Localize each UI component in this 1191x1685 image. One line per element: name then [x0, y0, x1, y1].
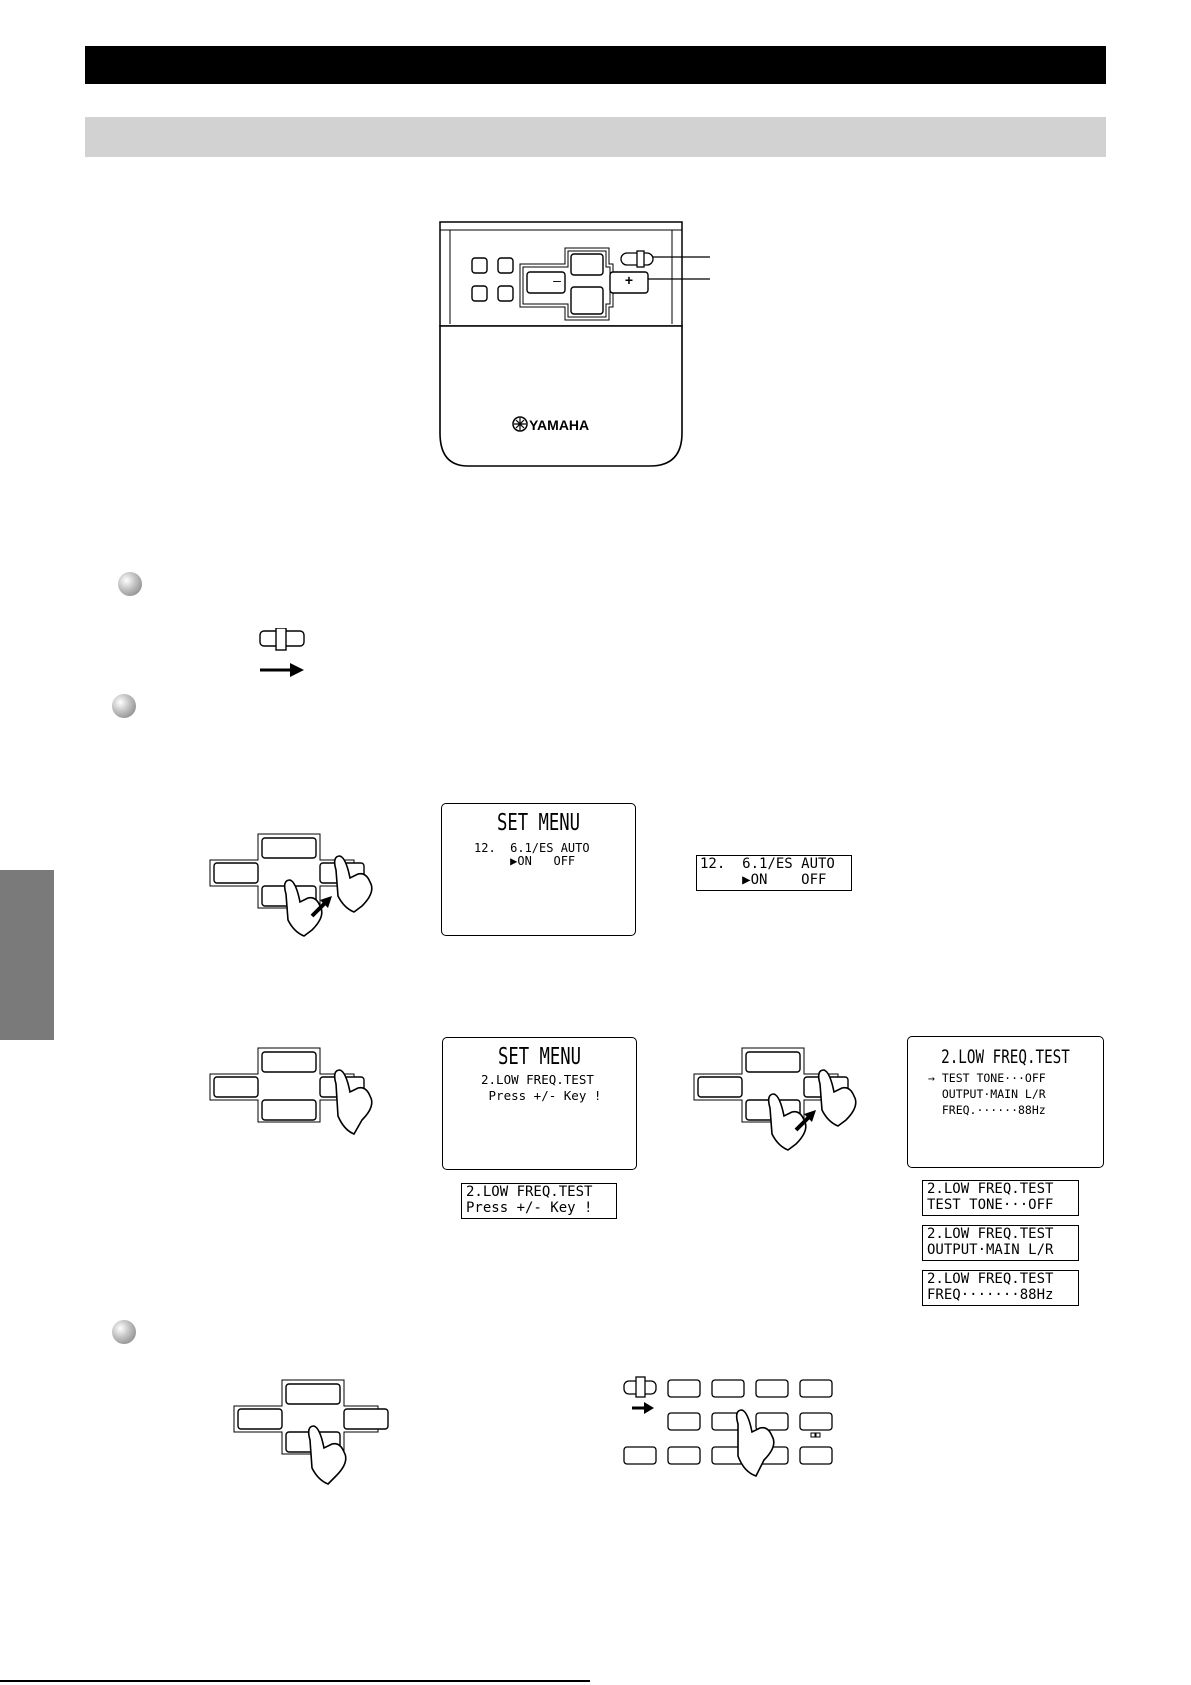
keypad-press-down — [233, 1379, 389, 1485]
front-display-line: 2.LOW FREQ.TEST — [466, 1184, 593, 1200]
front-display-output: 2.LOW FREQ.TEST OUTPUT·MAIN L/R — [922, 1225, 1079, 1261]
osd-line: FREQ.······88Hz — [928, 1103, 1046, 1117]
front-display-menu-2: 2.LOW FREQ.TEST Press +/- Key ! — [461, 1183, 617, 1219]
yamaha-logo: YAMAHA — [529, 417, 590, 433]
osd-title: SET MENU — [496, 810, 581, 836]
osd-line: → TEST TONE···OFF — [928, 1071, 1046, 1085]
bullet-marker — [118, 572, 142, 596]
side-index-tab — [0, 870, 54, 1040]
osd-title: 2.LOW FREQ.TEST — [941, 1046, 1070, 1068]
front-display-line: OUTPUT·MAIN L/R — [927, 1242, 1054, 1258]
osd-screen-low-freq-test: 2.LOW FREQ.TEST → TEST TONE···OFF OUTPUT… — [907, 1036, 1104, 1168]
front-display-test-tone: 2.LOW FREQ.TEST TEST TONE···OFF — [922, 1180, 1079, 1216]
osd-line: Press +/- Key ! — [481, 1088, 602, 1103]
plus-key-label: + — [624, 272, 634, 288]
front-display-line: TEST TONE···OFF — [927, 1197, 1054, 1213]
front-display-line: FREQ·······88Hz — [927, 1287, 1054, 1303]
front-display-freq: 2.LOW FREQ.TEST FREQ·······88Hz — [922, 1270, 1079, 1306]
section-title-bar — [85, 117, 1106, 157]
front-display-menu-12: 12. 6.1/ES AUTO ▶ON OFF — [696, 855, 852, 891]
front-display-line: ▶ON OFF — [700, 872, 827, 888]
keypad-press-down-and-plus — [209, 833, 373, 937]
front-display-line: 2.LOW FREQ.TEST — [927, 1181, 1054, 1197]
front-display-line: Press +/- Key ! — [466, 1200, 593, 1216]
osd-screen-menu-2: SET MENU 2.LOW FREQ.TEST Press +/- Key ! — [442, 1037, 637, 1170]
osd-line: 12. 6.1/ES AUTO — [474, 841, 590, 855]
mode-switch-icon — [259, 628, 305, 677]
bullet-marker — [112, 1320, 136, 1344]
front-display-line: 2.LOW FREQ.TEST — [927, 1226, 1054, 1242]
osd-line: OUTPUT·MAIN L/R — [928, 1087, 1046, 1101]
remote-labels: YAMAHA – + — [438, 220, 718, 470]
remote-button-grid — [623, 1376, 833, 1477]
osd-title: SET MENU — [497, 1044, 582, 1070]
front-display-line: 2.LOW FREQ.TEST — [927, 1271, 1054, 1287]
osd-line: 2.LOW FREQ.TEST — [481, 1072, 594, 1087]
remote-control-illustration — [439, 221, 710, 467]
keypad-press-down-and-plus — [693, 1047, 857, 1151]
bullet-marker — [112, 694, 136, 718]
footer-rule — [0, 1680, 590, 1682]
front-display-line: 12. 6.1/ES AUTO — [700, 856, 835, 872]
keypad-press-plus — [209, 1047, 373, 1136]
osd-line: ▶ON OFF — [474, 854, 576, 868]
osd-screen-menu-12: SET MENU 12. 6.1/ES AUTO ▶ON OFF — [441, 803, 636, 936]
minus-key-label: – — [553, 272, 561, 288]
chapter-title-bar — [85, 46, 1106, 84]
